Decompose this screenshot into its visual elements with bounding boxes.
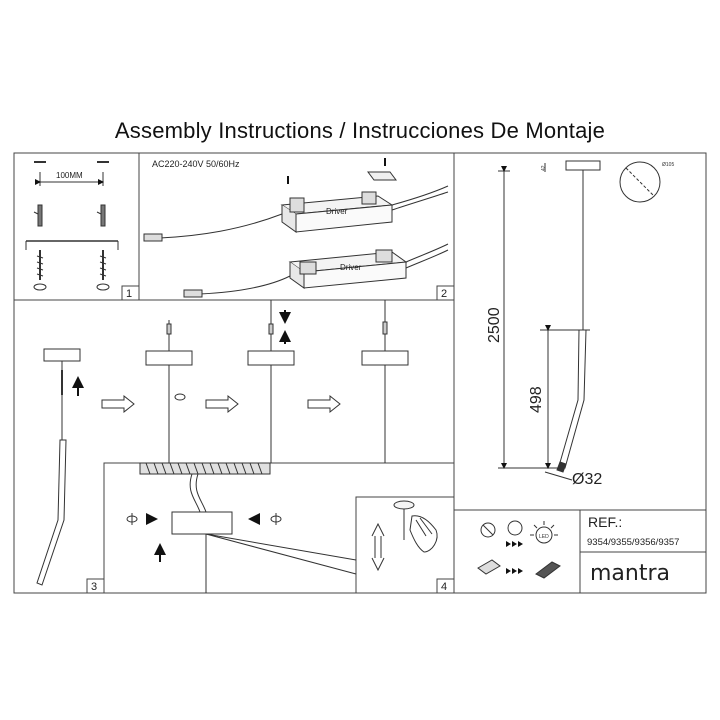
- panel-number-3: 3: [91, 581, 97, 593]
- rotate-icon: [126, 513, 282, 525]
- no-touch-icon: [480, 522, 496, 538]
- panel-numbers: 1 2 3 4: [86, 285, 455, 594]
- led-label: LED: [539, 534, 549, 540]
- panel-4-adjust: [371, 500, 438, 572]
- screw-icon: [287, 158, 386, 184]
- diameter-dimension: Ø32: [572, 471, 602, 488]
- hand-icon: [507, 520, 523, 536]
- rotate-icon: [33, 283, 110, 291]
- dimension-drawing: [498, 160, 661, 481]
- panel-number-4: 4: [441, 581, 447, 593]
- canopy-diameter-dimension: Ø105: [662, 162, 674, 168]
- document-title: Assembly Instructions / Instrucciones De…: [114, 118, 606, 143]
- canopy-detail: [619, 161, 661, 203]
- panel-number-1: 1: [126, 288, 132, 300]
- top-offset-dimension: 42: [541, 165, 547, 171]
- panel-1-drilling: 100MM: [25, 161, 119, 291]
- mounting-distance: 100MM: [56, 171, 83, 180]
- frame: [13, 152, 707, 594]
- brand-logo: mantra: [590, 561, 670, 586]
- ref-label: REF.:: [588, 514, 622, 530]
- safety-icons: [477, 520, 561, 579]
- ref-codes: 9354/9355/9356/9357: [587, 537, 679, 548]
- driver-label-lower: Driver: [340, 263, 362, 272]
- hand-icon: [409, 515, 438, 553]
- panel-number-2: 2: [441, 288, 447, 300]
- height-dimension: 2500: [486, 307, 503, 343]
- panel-3-install: [36, 300, 409, 593]
- arrow-right-icon: [101, 394, 341, 414]
- panel-2-driver: AC220-240V 50/60Hz Driver Driver: [143, 158, 449, 298]
- voltage-label: AC220-240V 50/60Hz: [152, 159, 240, 169]
- anchor-icon: [33, 204, 106, 227]
- driver-label-upper: Driver: [326, 207, 348, 216]
- body-length-dimension: 498: [528, 386, 545, 413]
- screw-icon: [36, 250, 107, 280]
